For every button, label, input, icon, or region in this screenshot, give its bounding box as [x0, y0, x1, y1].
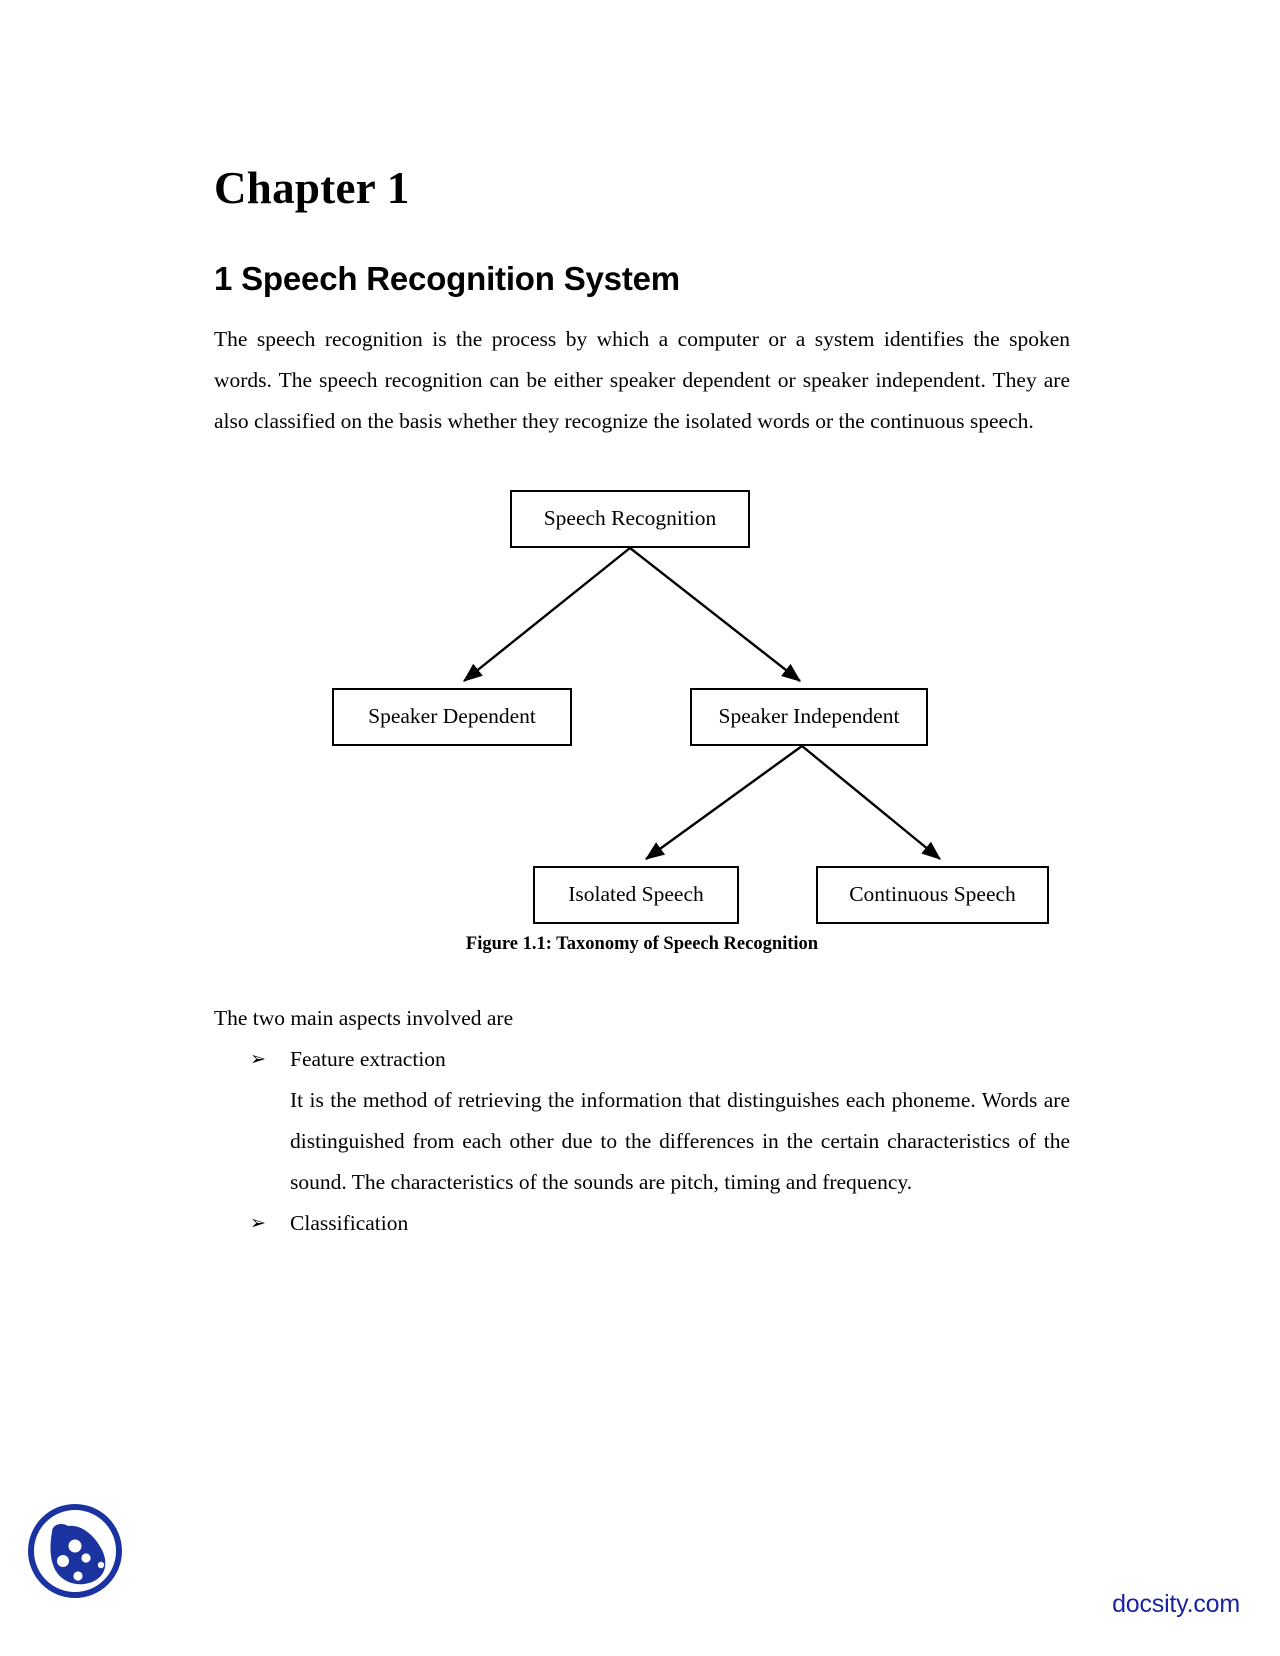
diagram-node-speech-recognition: Speech Recognition	[510, 490, 750, 548]
list-item-label: Classification	[290, 1211, 409, 1235]
arrow-bullet-icon: ➢	[250, 1048, 266, 1070]
diagram-node-speaker-dependent: Speaker Dependent	[332, 688, 572, 746]
diagram-node-speaker-independent: Speaker Independent	[690, 688, 928, 746]
taxonomy-diagram: Speech Recognition Speaker Dependent Spe…	[214, 478, 1070, 933]
docsity-logo-icon	[28, 1504, 122, 1598]
edge-root-to-independent	[629, 547, 801, 682]
edge-independent-to-isolated	[645, 745, 803, 860]
list-lead-line: The two main aspects involved are	[214, 1006, 514, 1030]
figure-taxonomy: Speech Recognition Speaker Dependent Spe…	[214, 478, 1070, 968]
aspects-list: ➢ Feature extraction It is the method of…	[214, 1039, 1070, 1244]
arrow-bullet-icon: ➢	[250, 1212, 266, 1234]
list-item: ➢ Feature extraction	[214, 1039, 1070, 1080]
diagram-edges	[463, 547, 941, 860]
figure-caption: Figure 1.1: Taxonomy of Speech Recogniti…	[465, 934, 819, 954]
list-item-body: It is the method of retrieving the infor…	[290, 1088, 1070, 1194]
diagram-node-isolated-speech: Isolated Speech	[533, 866, 739, 924]
list-item: ➢ Classification	[214, 1203, 1070, 1244]
edge-independent-to-continuous	[801, 745, 941, 860]
content-column: Chapter 1 1 Speech Recognition System Th…	[214, 0, 1070, 1244]
diagram-node-continuous-speech: Continuous Speech	[816, 866, 1049, 924]
list-item-label: Feature extraction	[290, 1047, 446, 1071]
intro-paragraph: The speech recognition is the process by…	[214, 327, 1070, 433]
section-title: 1 Speech Recognition System	[214, 260, 680, 297]
chapter-title: Chapter 1	[214, 163, 410, 213]
edge-root-to-dependent	[463, 547, 631, 682]
docsity-url-link[interactable]: docsity.com	[1112, 1590, 1240, 1618]
